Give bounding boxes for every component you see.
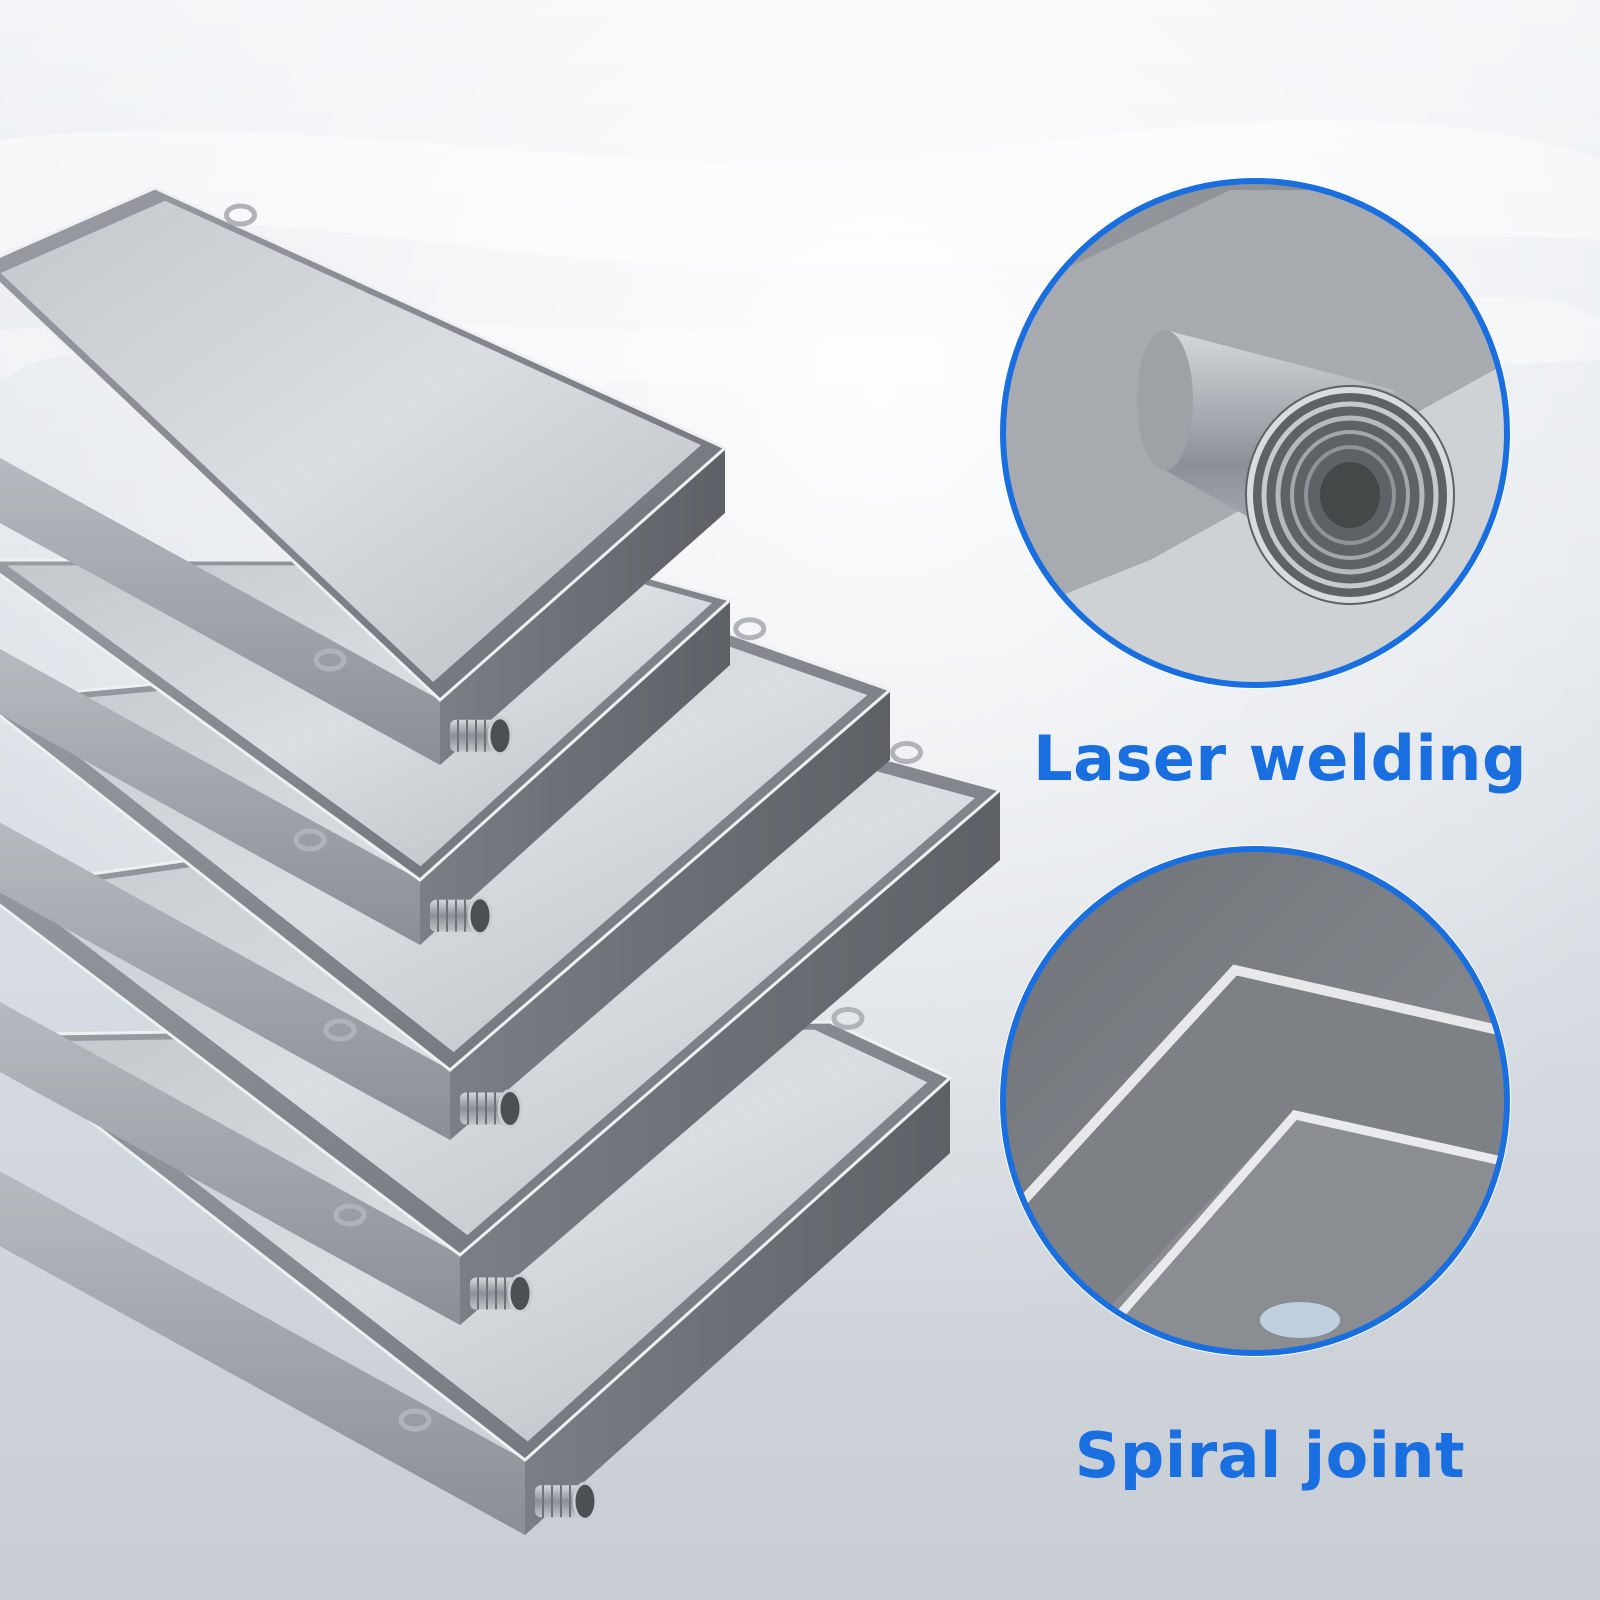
mounting-ear-icon [323, 1018, 357, 1042]
tray-side-wall [0, 1171, 525, 1535]
mounting-ear-icon [733, 617, 767, 641]
mounting-ear-icon [398, 1408, 432, 1432]
mounting-ear-icon [224, 203, 257, 227]
tray-rim-edge [0, 186, 728, 703]
mounting-ear-icon [293, 828, 327, 852]
laser-welding-caption: Laser welding [1033, 722, 1527, 795]
mounting-ear-icon [333, 1203, 367, 1227]
mounting-ear-icon [313, 648, 347, 672]
tray-1 [0, 186, 728, 765]
threaded-outlet-icon [460, 1089, 523, 1128]
threaded-outlet-icon [430, 896, 493, 936]
threaded-outlet-icon [450, 716, 513, 756]
tray-end-wall [440, 448, 725, 765]
tray-side-wall [0, 1002, 460, 1325]
tray-end-wall [450, 690, 890, 1140]
tray-end-wall [460, 790, 1000, 1325]
tray-side-wall [0, 822, 450, 1140]
tray-stack [0, 186, 1004, 1535]
spiral-joint-detail [999, 845, 1511, 1357]
tray-side-wall [0, 649, 420, 945]
mounting-ear-icon [890, 741, 923, 764]
threaded-outlet-icon [470, 1274, 533, 1313]
threaded-outlet-icon [535, 1481, 598, 1521]
threaded-pipe-detail-icon [1137, 330, 1455, 605]
tray-side-wall [0, 458, 440, 765]
tray-floor [0, 200, 701, 683]
tray-end-wall [525, 1078, 950, 1535]
spiral-joint-caption: Spiral joint [1074, 1419, 1466, 1492]
tray-end-wall [420, 600, 730, 945]
mounting-ear-icon [831, 1006, 865, 1030]
laser-welding-detail [999, 177, 1511, 689]
